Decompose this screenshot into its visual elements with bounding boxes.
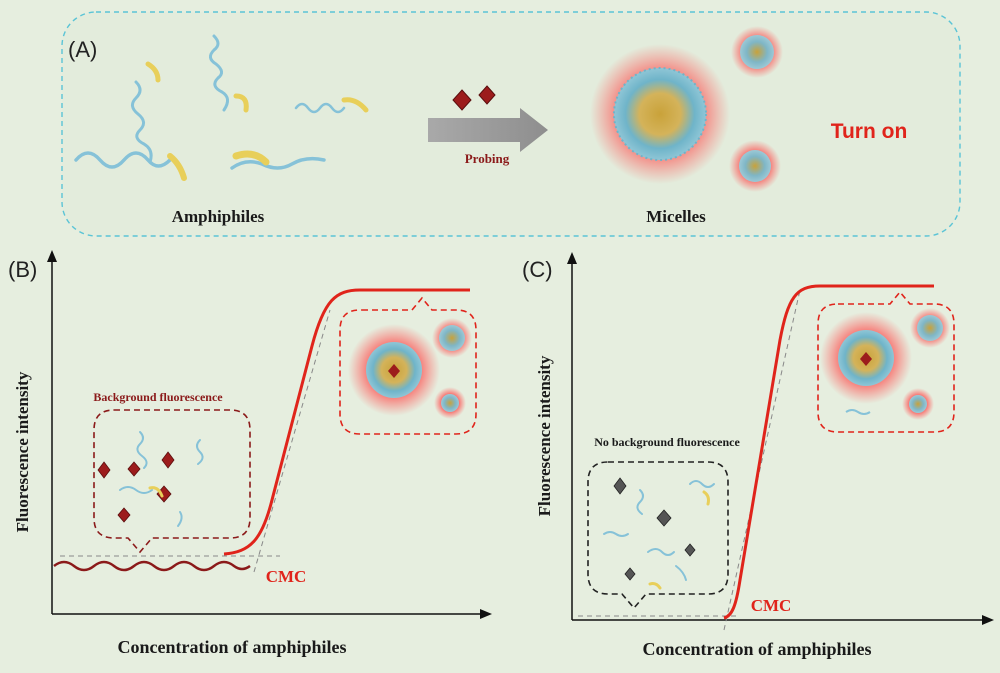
amphiphiles-caption: Amphiphiles [172, 207, 265, 226]
panel-b-inset-amphiphiles [119, 431, 204, 527]
panel-b-inset-frame [93, 409, 251, 554]
panel-c-inset-caption: No background fluorescence [594, 435, 740, 449]
panel-c-micelle-small-top [910, 308, 950, 348]
panel-b-y-arrowhead [47, 250, 57, 262]
micelles-caption: Micelles [646, 207, 706, 226]
panel-b-micelle-large [348, 324, 440, 416]
panel-b-cmc-label: CMC [266, 567, 307, 586]
panel-b-label: (B) [8, 257, 37, 282]
panel-a-label: (A) [68, 37, 97, 62]
micelle-small-top [731, 26, 783, 78]
panel-c-micelle-large [820, 312, 912, 404]
panel-c-label: (C) [522, 257, 553, 282]
panel-c-sigmoid-curve [723, 284, 934, 620]
panel-c-y-label: Fluorescence intensity [535, 355, 554, 516]
panel-c-micelle-frame [817, 290, 955, 433]
panel-c: (C) Fluorescence intensity Concentration… [522, 252, 994, 659]
panel-c-y-arrowhead [567, 252, 577, 264]
probing-label: Probing [465, 151, 510, 166]
panel-c-inset-amphiphiles [603, 480, 715, 590]
panel-b: (B) Fluorescence intensity Concentration… [8, 250, 492, 657]
probe-molecules [452, 85, 496, 111]
turn-on-label: Turn on [831, 120, 908, 143]
micelle-small-bottom [729, 140, 781, 192]
panel-b-micelle-frame [339, 296, 477, 435]
panel-c-x-label: Concentration of amphiphiles [642, 639, 871, 659]
panel-c-free-amphiphile [845, 409, 871, 415]
panel-c-micelle-small-bottom [902, 388, 934, 420]
panel-b-micelle-small-top [432, 318, 472, 358]
amphiphile-molecules [74, 34, 369, 181]
panel-b-x-label: Concentration of amphiphiles [117, 637, 346, 657]
panel-b-sigmoid-curve [223, 288, 470, 556]
panel-b-micelle-small-bottom [434, 387, 466, 419]
panel-a: (A) Amphiphiles Probing [61, 11, 961, 237]
panel-c-x-arrowhead [982, 615, 994, 625]
panel-b-baseline-curve [53, 560, 251, 572]
panel-b-inset-probes [97, 451, 175, 523]
micelle-large [590, 44, 730, 184]
panel-c-slope-tangent [723, 289, 801, 631]
panel-c-inset-probes [613, 477, 696, 581]
panel-b-inset-caption: Background fluorescence [93, 390, 223, 404]
probing-arrow [428, 108, 548, 152]
panel-b-y-label: Fluorescence intensity [13, 371, 32, 532]
panel-b-slope-tangent [253, 309, 331, 573]
panel-c-inset-frame [587, 461, 729, 610]
panel-b-x-arrowhead [480, 609, 492, 619]
panel-c-cmc-label: CMC [751, 596, 792, 615]
